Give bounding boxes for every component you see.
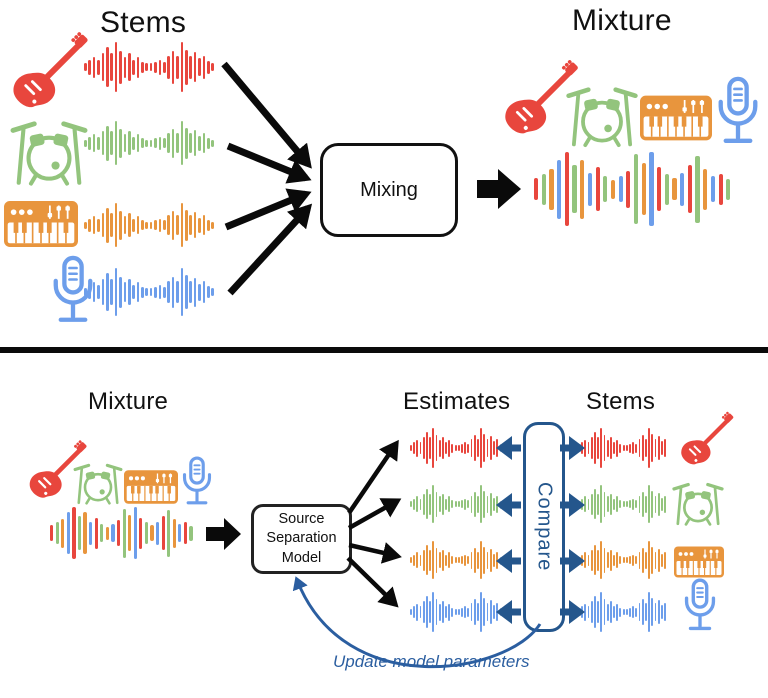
keyboard-synth-icon: [4, 201, 78, 247]
estimates-title: Estimates: [403, 388, 511, 415]
keyboard-synth-icon: [640, 95, 712, 141]
arrow-mixing-to-mixture: [477, 169, 521, 209]
microphone-icon: [682, 578, 718, 634]
arrow-bass-to-mixing: [221, 61, 312, 169]
waveform-ref-vocals: [578, 592, 666, 632]
arrow-model-to-estimate-vocals: [346, 556, 399, 608]
waveform-stem-keys: [84, 203, 214, 247]
mixture-title-bottom: Mixture: [88, 388, 169, 415]
waveform-estimate-bass: [410, 428, 498, 468]
waveform-ref-bass: [578, 428, 666, 468]
drum-kit-icon: [564, 80, 640, 148]
section-divider: [0, 347, 768, 353]
microphone-icon: [180, 456, 214, 508]
arrow-mixture-to-model: [206, 518, 241, 550]
update-parameters-note: Update model parameters: [333, 652, 530, 671]
waveform-stem-vocals: [84, 268, 214, 316]
model-label-line1: Source: [278, 511, 325, 528]
model-label-line2: Separation: [266, 530, 337, 547]
source-separation-model-box: Source Separation Model: [251, 504, 352, 574]
mixing-box-label: Mixing: [360, 178, 418, 201]
bass-guitar-icon: [676, 406, 742, 472]
arrow-vocals-to-mixing: [227, 203, 313, 296]
waveform-estimate-drums: [410, 485, 498, 523]
stems-title-bottom: Stems: [586, 388, 656, 415]
keyboard-synth-icon: [124, 470, 178, 504]
keyboard-synth-icon: [674, 546, 724, 578]
arrow-model-to-estimate-keys: [348, 542, 402, 564]
drum-kit-icon: [72, 458, 124, 506]
mixture-title-top: Mixture: [572, 4, 672, 37]
waveform-stem-bass: [84, 42, 214, 92]
arrow-drums-to-mixing: [226, 142, 312, 184]
arrow-model-to-estimate-drums: [347, 498, 402, 530]
waveform-stem-drums: [84, 121, 214, 165]
microphone-icon: [714, 76, 762, 148]
arrow-model-to-estimate-bass: [347, 439, 399, 515]
drum-kit-icon: [8, 114, 90, 186]
waveform-estimate-keys: [410, 541, 498, 579]
compare-box-label: Compare: [533, 482, 556, 572]
mixing-box: Mixing: [320, 143, 458, 237]
arrow-keys-to-mixing: [224, 188, 312, 231]
waveform-estimate-vocals: [410, 592, 498, 632]
waveform-ref-drums: [578, 485, 666, 523]
compare-box: Compare: [523, 422, 565, 632]
stems-title-top: Stems: [100, 6, 187, 39]
drum-kit-icon: [670, 478, 726, 526]
waveform-mixture-top: [534, 152, 731, 226]
model-label-line3: Model: [281, 549, 322, 566]
waveform-ref-keys: [578, 541, 666, 579]
waveform-mixture-bottom: [50, 507, 193, 559]
